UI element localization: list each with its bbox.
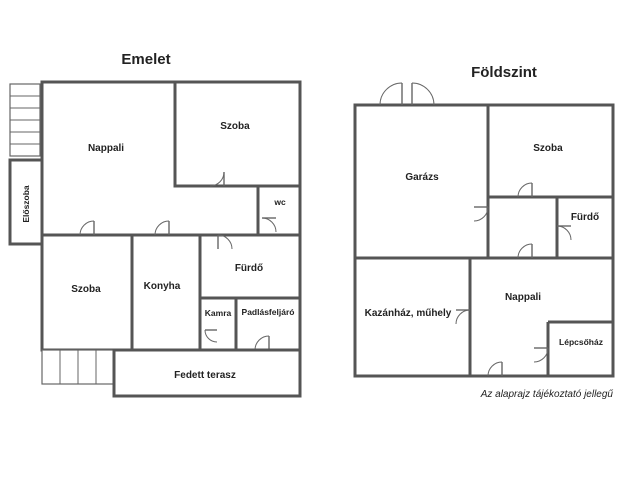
upper-floor-plan: Emelet Nappali Szoba wc Előszoba Szoba K… bbox=[8, 51, 302, 398]
room-label-furdo-ground: Fürdő bbox=[571, 212, 599, 223]
room-label-padlasfeljaro: Padlásfeljáró bbox=[242, 307, 295, 317]
room-label-szoba-bottom: Szoba bbox=[71, 284, 101, 295]
room-label-szoba-top: Szoba bbox=[220, 121, 250, 132]
room-label-konyha: Konyha bbox=[144, 281, 181, 292]
room-label-szoba: Szoba bbox=[533, 143, 563, 154]
room-label-eloszoba: Előszoba bbox=[21, 185, 31, 223]
front-steps bbox=[41, 349, 115, 385]
upper-floor-title: Emelet bbox=[121, 51, 170, 68]
ground-floor-plan: Földszint Garázs Szoba Fürdő Kazánház, m… bbox=[353, 64, 615, 378]
disclaimer-note: Az alaprajz tájékoztató jellegű bbox=[480, 389, 614, 400]
garage-doors bbox=[379, 82, 435, 106]
room-label-garazs: Garázs bbox=[405, 172, 439, 183]
room-label-lepcsohaz: Lépcsőház bbox=[559, 337, 603, 347]
side-staircase bbox=[9, 83, 41, 157]
room-label-nappali: Nappali bbox=[88, 143, 124, 154]
room-label-fedett-terasz: Fedett terasz bbox=[174, 370, 236, 381]
fedett-terasz-room bbox=[112, 348, 302, 398]
room-label-wc: wc bbox=[273, 197, 286, 207]
ground-floor-title: Földszint bbox=[471, 64, 537, 81]
ground-floor-outline bbox=[353, 103, 615, 378]
room-label-kamra: Kamra bbox=[205, 308, 232, 318]
room-label-nappali-ground: Nappali bbox=[505, 292, 541, 303]
room-label-kazanhaz: Kazánház, műhely bbox=[365, 308, 452, 319]
room-label-furdo: Fürdő bbox=[235, 263, 263, 274]
